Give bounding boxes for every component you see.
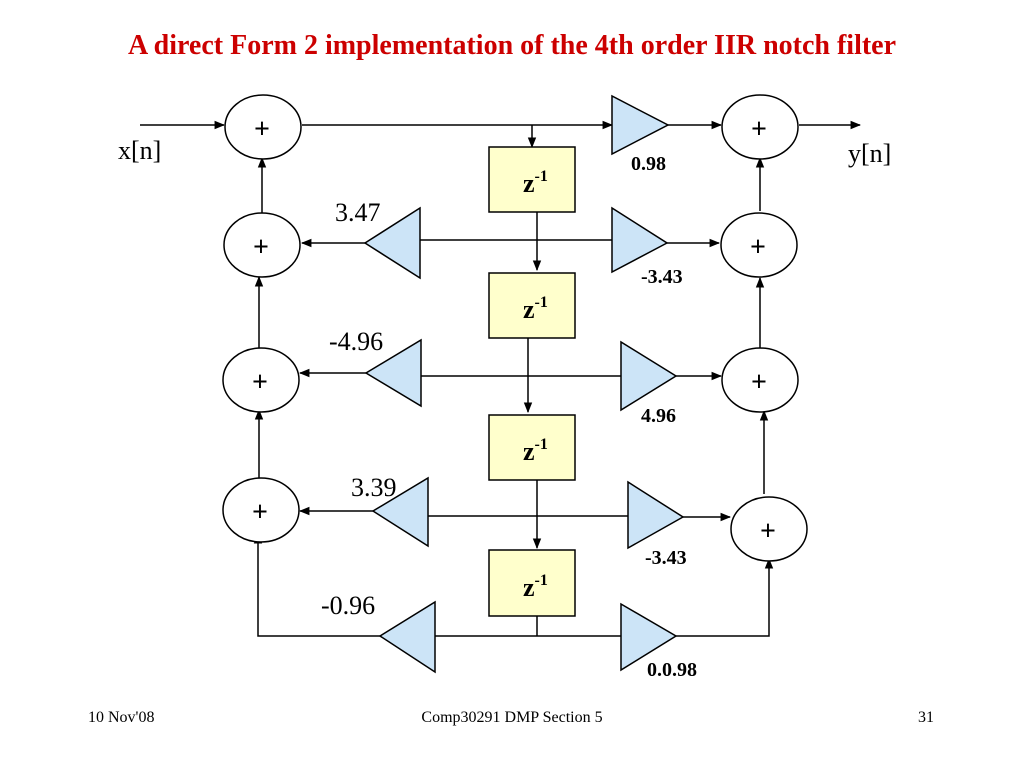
footer-course: Comp30291 DMP Section 5 xyxy=(421,709,603,726)
amp-ff-0 xyxy=(611,94,670,156)
input-label: x[n] xyxy=(118,136,161,165)
plus-left-2: + xyxy=(253,232,269,263)
plus-right-4: + xyxy=(760,516,776,547)
right-adders xyxy=(720,94,808,562)
feedback-amplifiers xyxy=(363,206,436,674)
gain-ff-3: -3.43 xyxy=(645,547,687,569)
adder-right-2 xyxy=(720,212,798,278)
delay-block-4 xyxy=(488,549,576,617)
amp-ff-3 xyxy=(627,480,685,550)
amp-fb-4 xyxy=(378,600,436,674)
amp-fb-1 xyxy=(363,206,421,280)
line-b4-to-adder xyxy=(676,557,774,637)
delay-block-3 xyxy=(488,414,576,481)
delay-label-1: z-1 xyxy=(523,168,548,198)
output-label: y[n] xyxy=(848,139,891,168)
adder-symbols: + + + + + + + + xyxy=(252,114,776,547)
feedback-gain-labels: 3.47 -4.96 3.39 -0.96 xyxy=(321,198,397,620)
gain-fb-2: -4.96 xyxy=(329,327,383,356)
adder-right-3 xyxy=(721,347,799,413)
adder-left-3 xyxy=(222,347,300,413)
footer-page-number: 31 xyxy=(918,709,934,726)
block-diagram: + + + + + + + + z-1 z-1 z-1 z-1 x[n] y[n… xyxy=(118,94,891,681)
amp-ff-1 xyxy=(611,206,669,274)
adder-right-4 xyxy=(730,496,808,562)
adder-left-1 xyxy=(224,94,302,160)
plus-left-4: + xyxy=(252,497,268,528)
plus-right-1: + xyxy=(751,114,767,145)
amp-fb-3 xyxy=(371,476,429,548)
left-adders xyxy=(222,94,302,543)
slide-title: A direct Form 2 implementation of the 4t… xyxy=(127,30,897,61)
gain-ff-4: 0.0.98 xyxy=(647,659,697,681)
footer-date: 10 Nov'08 xyxy=(88,709,155,726)
delay-labels: z-1 z-1 z-1 z-1 xyxy=(523,168,548,602)
feedforward-amplifiers xyxy=(611,94,685,672)
gain-fb-1: 3.47 xyxy=(335,198,381,227)
gain-ff-1: -3.43 xyxy=(641,266,683,288)
delay-label-3: z-1 xyxy=(523,436,548,466)
line-a4-to-adder xyxy=(253,532,380,637)
feedforward-gain-labels: 0.98 -3.43 4.96 -3.43 0.0.98 xyxy=(631,153,697,681)
adder-left-2 xyxy=(223,212,301,278)
gain-ff-2: 4.96 xyxy=(641,405,676,427)
adder-right-1 xyxy=(721,94,799,160)
signal-paths xyxy=(140,120,862,637)
amp-fb-2 xyxy=(364,338,422,408)
delay-blocks xyxy=(488,146,576,617)
plus-left-1: + xyxy=(254,114,270,145)
adder-left-4 xyxy=(222,477,300,543)
delay-block-1 xyxy=(488,146,576,213)
delay-label-4: z-1 xyxy=(523,572,548,602)
delay-block-2 xyxy=(488,272,576,339)
amp-ff-2 xyxy=(620,340,678,412)
plus-left-3: + xyxy=(252,367,268,398)
delay-label-2: z-1 xyxy=(523,294,548,324)
gain-ff-0: 0.98 xyxy=(631,153,666,175)
plus-right-3: + xyxy=(751,367,767,398)
gain-fb-4: -0.96 xyxy=(321,591,375,620)
gain-fb-3: 3.39 xyxy=(351,473,397,502)
amp-ff-4 xyxy=(620,602,678,672)
plus-right-2: + xyxy=(750,232,766,263)
